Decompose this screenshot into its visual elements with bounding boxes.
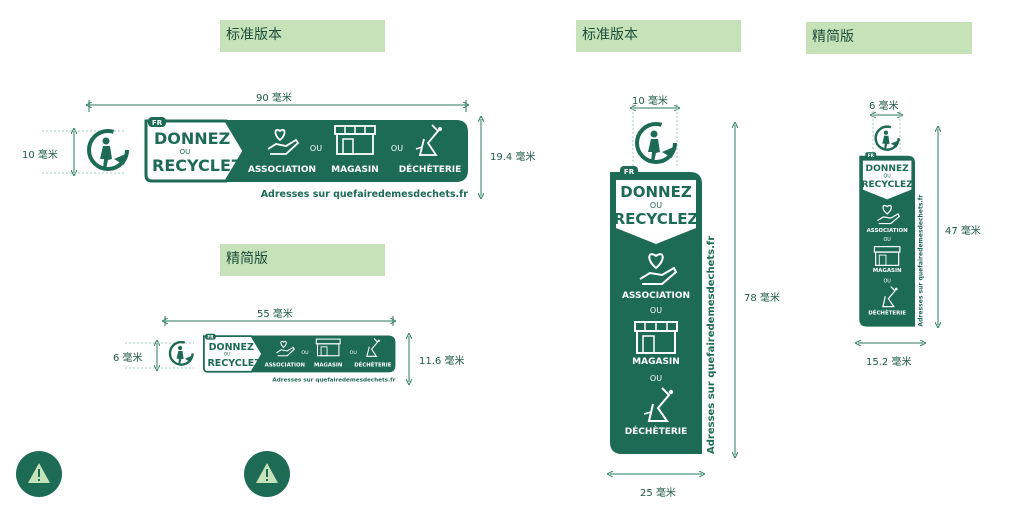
dim-std-v-icon: 10 毫米	[632, 96, 668, 107]
dim-cmp-h-height: 11.6 毫米	[419, 356, 465, 367]
association-text: ASSOCIATION	[622, 291, 690, 301]
recyclez-text: RECYCLEZ	[152, 156, 242, 175]
heart-hand-icon	[276, 340, 296, 357]
warning-badge-right[interactable]	[244, 451, 290, 497]
donnez-text: DONNEZ	[620, 183, 692, 201]
country-badge: FR	[207, 334, 214, 339]
triman-icon	[87, 129, 129, 171]
country-badge: FR	[868, 153, 875, 158]
warning-icon	[28, 463, 50, 483]
decheterie-text: DÉCHÈTERIE	[868, 308, 906, 316]
decheterie-text: DÉCHÈTERIE	[354, 360, 392, 368]
warning-icon	[256, 463, 278, 483]
dim-std-h-icon: 10 毫米	[22, 150, 58, 161]
dim-cmp-h-width: 55 毫米	[257, 309, 293, 320]
dim-std-h-width: 90 毫米	[256, 93, 292, 104]
heart-hand-icon	[267, 128, 300, 155]
dim-std-h-height: 19.4 毫米	[490, 152, 536, 163]
association-text: ASSOCIATION	[265, 362, 305, 368]
ou-text-2: OU	[650, 374, 662, 383]
recyclez-text: RECYCLEZ	[861, 180, 913, 190]
decheterie-text: DÉCHÈTERIE	[399, 163, 462, 175]
dim-std-v-height: 78 毫米	[744, 293, 780, 304]
ou-small-text: OU	[650, 201, 662, 210]
heart-hand-icon	[639, 253, 678, 285]
ou-small-text: OU	[224, 352, 230, 357]
recyclez-text: RECYCLEZ	[207, 358, 261, 369]
association-text: ASSOCIATION	[248, 165, 316, 175]
triman-icon	[168, 340, 194, 366]
ou-text-1: OU	[310, 144, 322, 153]
shop-icon	[315, 338, 341, 357]
ou-text-2: OU	[391, 144, 403, 153]
label-standard-right: 标准版本	[576, 20, 741, 52]
shop-icon	[634, 321, 678, 354]
ou-text-1: OU	[650, 306, 662, 315]
logo-standard-horizontal: FR DONNEZ OU RECYCLEZ ASSOCIATION OU MAG…	[87, 117, 469, 200]
dim-cmp-v-width: 15.2 毫米	[866, 357, 912, 368]
label-standard-left: 标准版本	[220, 20, 385, 52]
recycle-bin-icon	[415, 124, 442, 156]
country-badge: FR	[152, 119, 163, 127]
shop-icon	[873, 245, 901, 266]
ou-small-text: OU	[883, 174, 891, 180]
dim-cmp-v-icon: 6 毫米	[869, 101, 899, 112]
dim-std-v-width: 25 毫米	[640, 488, 676, 499]
ou-text-2: OU	[350, 350, 358, 356]
donnez-text: DONNEZ	[866, 164, 910, 174]
ou-text-2: OU	[883, 278, 891, 284]
triman-icon	[874, 125, 900, 151]
recyclez-text: RECYCLEZ	[614, 210, 699, 228]
country-badge: FR	[624, 168, 635, 176]
magasin-text: MAGASIN	[331, 165, 379, 175]
decheterie-text: DÉCHÈTERIE	[625, 425, 688, 437]
label-compact-right: 精简版	[806, 22, 972, 54]
ou-small-text: OU	[180, 148, 191, 156]
recycle-bin-icon	[366, 338, 380, 357]
dim-cmp-h-icon: 6 毫米	[113, 353, 143, 364]
address-text: Adresses sur quefairedemesdechets.fr	[272, 377, 395, 383]
heart-hand-icon	[877, 204, 901, 225]
address-text: Adresses sur quefairedemesdechets.fr	[917, 195, 924, 327]
ou-text-1: OU	[301, 350, 309, 356]
shop-icon	[334, 125, 376, 155]
logo-compact-vertical: FR DONNEZ OU RECYCLEZ ASSOCIATION OU MAG…	[859, 125, 924, 327]
magasin-text: MAGASIN	[314, 362, 342, 368]
ou-text-1: OU	[883, 237, 891, 243]
logo-compact-horizontal: FR DONNEZ OU RECYCLEZ ASSOCIATION OU MAG…	[168, 333, 396, 383]
address-text: Adresses sur quefairedemesdechets.fr	[261, 189, 469, 200]
address-text: Adresses sur quefairedemesdechets.fr	[706, 236, 717, 454]
donnez-text: DONNEZ	[209, 342, 254, 353]
warning-badge-left[interactable]	[16, 451, 62, 497]
donnez-text: DONNEZ	[154, 129, 230, 148]
logo-standard-vertical: FR DONNEZ OU RECYCLEZ ASSOCIATION OU MAG…	[610, 122, 717, 454]
triman-icon	[635, 122, 677, 164]
label-compact-left: 精简版	[220, 244, 385, 276]
magasin-text: MAGASIN	[873, 268, 902, 274]
recycle-bin-icon	[882, 286, 898, 308]
dim-cmp-v-height: 47 毫米	[945, 226, 981, 237]
recycle-bin-icon	[643, 387, 674, 422]
magasin-text: MAGASIN	[632, 357, 680, 367]
association-text: ASSOCIATION	[867, 228, 909, 234]
